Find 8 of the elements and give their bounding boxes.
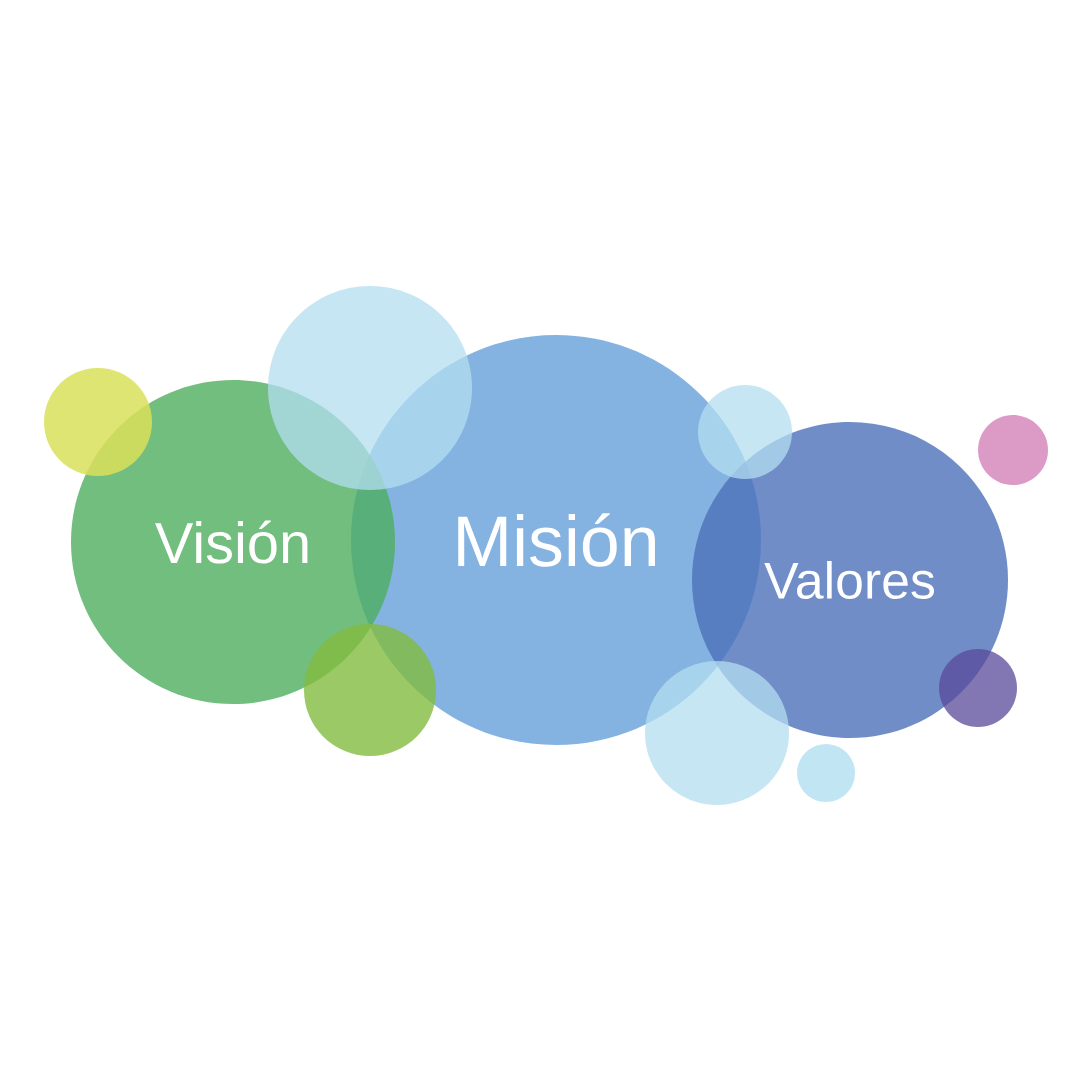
circle [268, 286, 472, 490]
circle [44, 368, 152, 476]
circle [698, 385, 792, 479]
circle [797, 744, 855, 802]
circle [304, 624, 436, 756]
circle [939, 649, 1017, 727]
circle [645, 661, 789, 805]
circle [978, 415, 1048, 485]
